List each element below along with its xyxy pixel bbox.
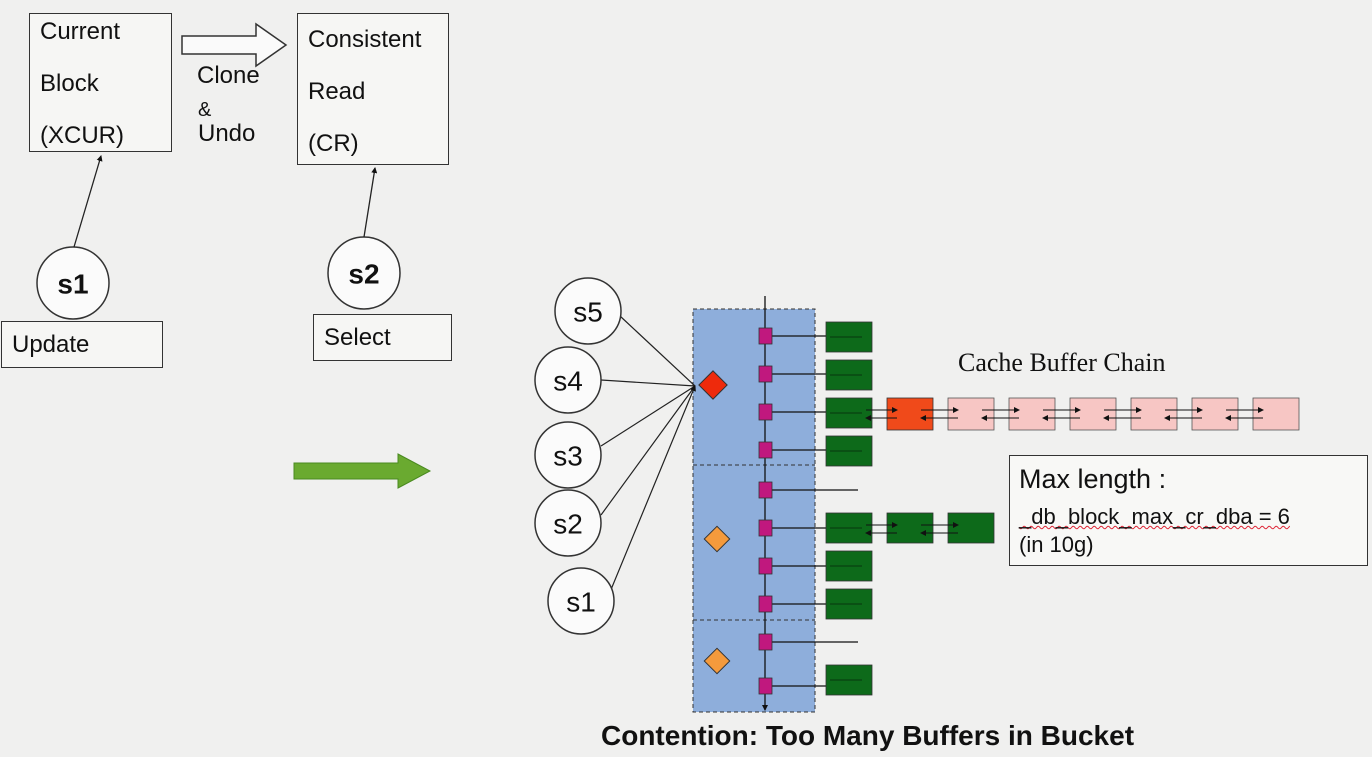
- green-buffers: [825, 321, 995, 696]
- consistent-read-line1: Consistent: [308, 26, 422, 53]
- max-length-box: Max length : _db_block_max_cr_dba = 6 (i…: [1009, 455, 1368, 566]
- update-box: Update: [1, 321, 163, 368]
- consistent-read-box: Consistent Read (CR): [297, 13, 449, 165]
- chain-links: [865, 407, 1264, 536]
- max-length-title: Max length :: [1019, 464, 1167, 494]
- chain-buffer-red: [886, 397, 934, 431]
- cache-buffer-chain-label: Cache Buffer Chain: [958, 348, 1166, 377]
- session-s3-label: s3: [553, 441, 583, 472]
- s2-to-cr-arrow: [363, 167, 378, 238]
- session-s1-right-circle: [547, 567, 615, 635]
- current-block-line2: Block: [40, 70, 99, 97]
- update-label: Update: [12, 331, 90, 358]
- latch-diamond-red-icon: [698, 370, 728, 400]
- consistent-read-line3: (CR): [308, 130, 359, 157]
- session-s1-right-label: s1: [566, 587, 596, 618]
- green-buffer-marks: [830, 336, 862, 681]
- chain-buffers-pink: [947, 397, 1300, 431]
- current-block-line3: (XCUR): [40, 122, 124, 149]
- latch-diamond-orange-2-icon: [703, 647, 731, 675]
- clone-label-line3: Undo: [198, 120, 256, 147]
- max-length-note: (in 10g): [1019, 532, 1094, 557]
- transition-arrow-icon: [293, 453, 432, 489]
- session-s2-right-label: s2: [553, 509, 583, 540]
- buffer-headers: [758, 327, 858, 695]
- current-block-box: Current Block (XCUR): [29, 13, 172, 152]
- session-s1-label: s1: [57, 269, 88, 300]
- session-s3-circle: [534, 421, 602, 489]
- hash-bucket-column: [692, 308, 816, 713]
- session-s5-circle: [554, 277, 622, 345]
- diagram-caption: Contention: Too Many Buffers in Bucket: [601, 720, 1135, 751]
- session-s4-circle: [534, 346, 602, 414]
- consistent-read-line2: Read: [308, 78, 366, 105]
- select-box: Select: [313, 314, 452, 361]
- current-block-line1: Current: [40, 18, 121, 45]
- session-lines: [600, 315, 696, 593]
- clone-label-line1: Clone: [197, 62, 260, 89]
- session-s4-label: s4: [553, 366, 583, 397]
- clone-label-line2: &: [198, 99, 212, 121]
- session-s1-circle: [36, 246, 110, 320]
- clone-arrow-icon: [181, 22, 288, 68]
- s1-to-current-arrow: [73, 155, 103, 248]
- session-s5-label: s5: [573, 297, 603, 328]
- session-s2-right-circle: [534, 489, 602, 557]
- session-s2-label: s2: [348, 259, 379, 290]
- select-label: Select: [324, 324, 391, 351]
- max-length-param: _db_block_max_cr_dba = 6: [1019, 504, 1290, 529]
- latch-diamond-orange-1-icon: [703, 525, 731, 553]
